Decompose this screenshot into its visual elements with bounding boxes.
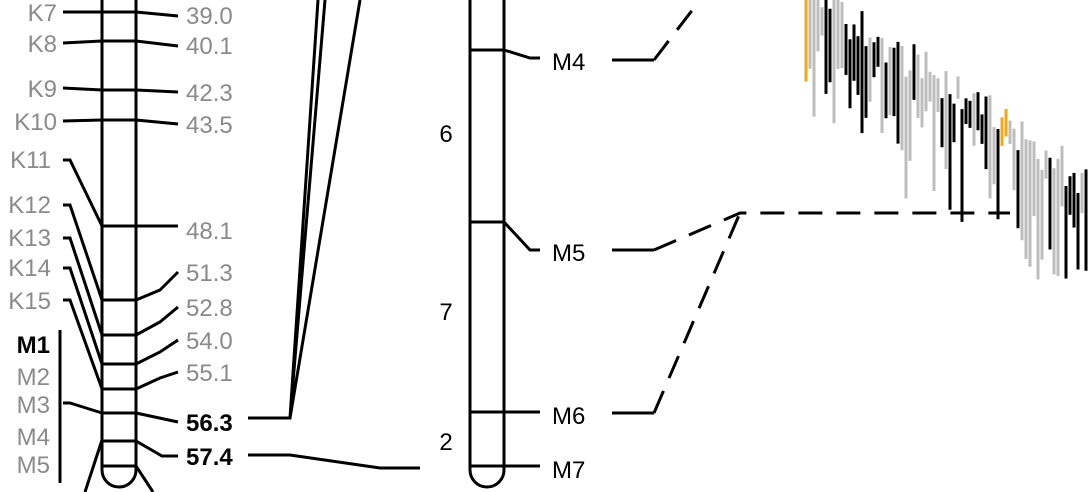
left-marker-label: K11 [10,147,51,174]
left-marker-label: K12 [8,192,51,219]
position-label: 42.3 [186,80,233,107]
position-label: 54.0 [186,328,233,355]
linkage-lines [248,0,420,470]
left-marker-label: M5 [17,452,50,479]
left-marker-label: K13 [8,225,51,252]
middle-chromosome [468,0,540,489]
left-marker-label: M3 [17,392,50,419]
left-marker-label: M2 [17,364,50,391]
scale-labels: 6 7 2 [439,121,452,456]
position-label: 55.1 [186,360,233,387]
bar-plot [804,0,1088,280]
left-chromosome [58,0,180,492]
position-label: 51.3 [186,260,233,287]
position-label: 52.8 [186,295,233,322]
scale-label: 7 [439,299,452,326]
left-marker-label: K15 [8,288,51,315]
right-marker-label: M4 [552,49,585,76]
scale-label: 6 [439,121,452,148]
left-marker-labels: K7 K8 K9 K10 K11 K12 K13 K14 K15 M1 M2 M… [8,0,57,479]
position-label: 43.5 [186,112,233,139]
left-marker-label: K10 [14,109,57,136]
left-marker-label: M1 [17,332,50,359]
right-connectors [612,0,1010,415]
position-label: 56.3 [186,410,233,437]
right-marker-label: M5 [552,240,585,267]
left-marker-label: M4 [17,424,50,451]
position-label: 57.4 [186,444,233,471]
right-marker-labels: M4 M5 M6 M7 [552,49,585,484]
left-marker-label: K9 [28,76,57,103]
left-position-labels: 39.0 40.1 42.3 43.5 48.1 51.3 52.8 54.0 … [186,3,233,471]
left-marker-label: K7 [28,0,57,27]
position-label: 40.1 [186,33,233,60]
left-marker-label: K14 [8,255,51,282]
right-marker-label: M7 [552,457,585,484]
position-label: 48.1 [186,218,233,245]
right-marker-label: M6 [552,403,585,430]
left-marker-label: K8 [28,31,57,58]
position-label: 39.0 [186,3,233,30]
scale-label: 2 [439,429,452,456]
